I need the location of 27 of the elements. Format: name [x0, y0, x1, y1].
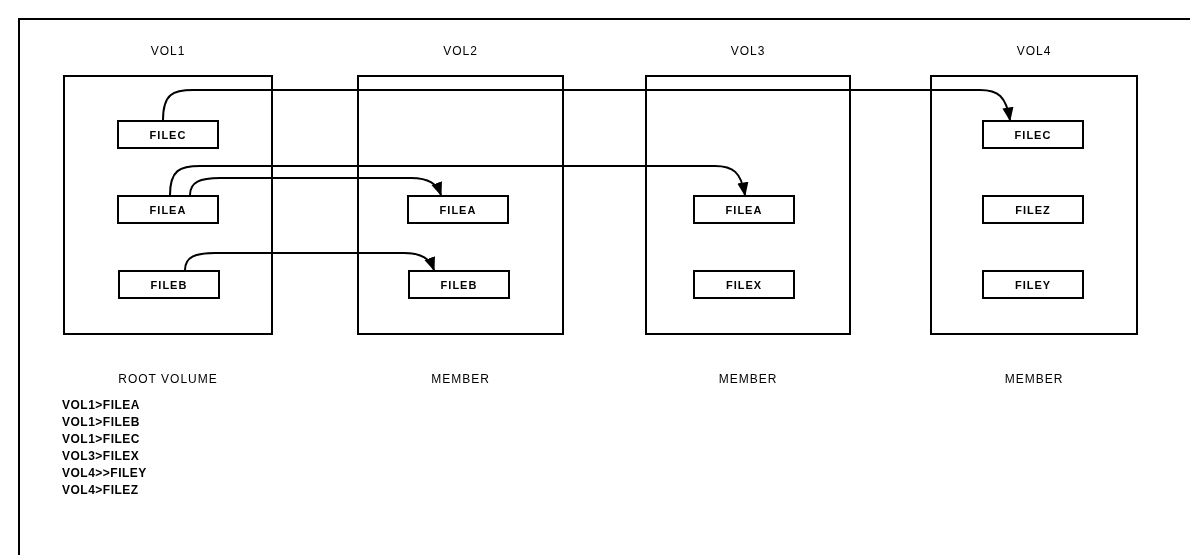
file-box: FILEB — [118, 270, 220, 299]
path-text: VOL3>FILEX — [62, 449, 140, 463]
path-text: VOL1>FILEC — [62, 432, 140, 446]
file-box: FILEB — [408, 270, 510, 299]
arrow — [169, 165, 748, 197]
file-box: FILEA — [693, 195, 795, 224]
file-box: FILEA — [407, 195, 509, 224]
file-box: FILEC — [117, 120, 219, 149]
volume-title: VOL4 — [1015, 44, 1053, 58]
volume-caption: MEMBER — [717, 372, 779, 386]
arrow — [189, 177, 442, 197]
path-text: VOL1>FILEB — [62, 415, 140, 429]
file-box: FILEZ — [982, 195, 1084, 224]
path-text: VOL4>>FILEY — [62, 466, 147, 480]
arrow — [162, 89, 1014, 122]
file-box: FILEA — [117, 195, 219, 224]
volume-title: VOL2 — [442, 44, 479, 58]
volume-caption: MEMBER — [1003, 372, 1065, 386]
path-text: VOL1>FILEA — [62, 398, 140, 412]
volume-caption: MEMBER — [430, 372, 491, 386]
file-box: FILEY — [982, 270, 1084, 299]
volume-caption: ROOT VOLUME — [117, 372, 219, 386]
path-text: VOL4>FILEZ — [62, 483, 139, 497]
volume-title: VOL1 — [149, 44, 187, 58]
file-box: FILEC — [982, 120, 1084, 149]
volume-title: VOL3 — [729, 44, 767, 58]
file-box: FILEX — [693, 270, 795, 299]
